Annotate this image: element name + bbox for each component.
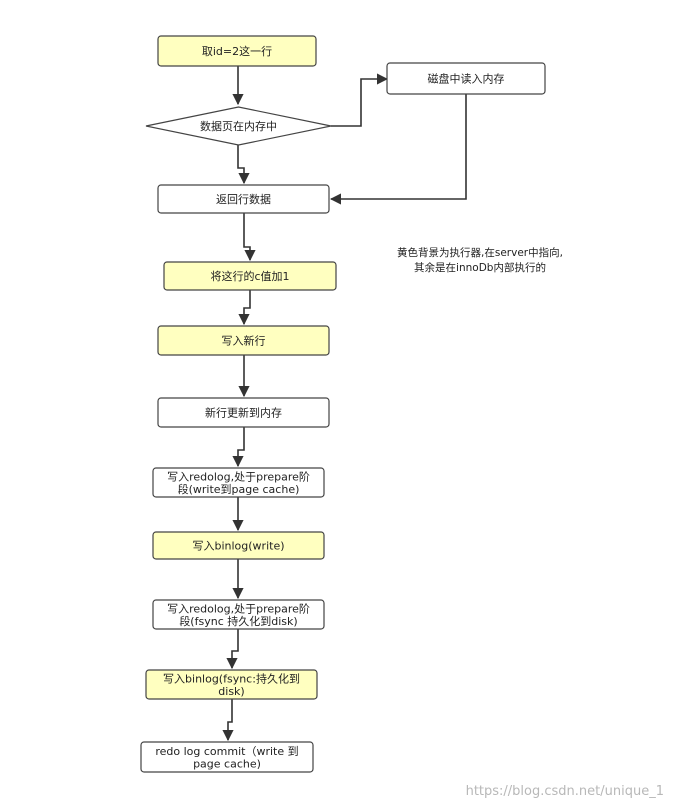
process-box bbox=[386, 62, 546, 95]
node-label-line: 段(write到page cache) bbox=[178, 482, 300, 496]
node-label-line: disk) bbox=[218, 685, 244, 698]
process-box bbox=[145, 669, 318, 700]
edges bbox=[222, 66, 467, 742]
edge-disk-to-return bbox=[329, 94, 467, 205]
process-box bbox=[157, 397, 330, 428]
edge-return-to-addc bbox=[243, 213, 256, 262]
node-label-line: redo log commit（write 到 bbox=[155, 745, 298, 758]
node-write-new-row: 写入新行 bbox=[157, 325, 330, 356]
node-label-line: 磁盘中读入内存 bbox=[428, 72, 505, 86]
node-redolog-commit: redo log commit（write 到page cache) bbox=[140, 741, 314, 773]
node-label-line: 返回行数据 bbox=[216, 192, 271, 206]
node-label-line: 取id=2这一行 bbox=[202, 44, 272, 58]
process-box bbox=[157, 35, 317, 67]
node-return-row: 返回行数据 bbox=[157, 184, 330, 214]
process-box bbox=[152, 599, 325, 630]
node-label-line: 写入新行 bbox=[222, 334, 266, 348]
edge-decision-to-disk bbox=[331, 73, 389, 127]
legend-note-line-2: 其余是在innoDb内部执行的 bbox=[414, 261, 546, 274]
edge-memory-to-redolog bbox=[232, 427, 245, 468]
process-box bbox=[152, 467, 325, 498]
node-binlog-fsync: 写入binlog(fsync:持久化到disk) bbox=[145, 669, 318, 700]
process-box bbox=[157, 325, 330, 356]
edge-addc-to-write bbox=[238, 290, 251, 326]
watermark: https://blog.csdn.net/unique_1 bbox=[466, 784, 664, 799]
decision-diamond bbox=[145, 106, 332, 146]
node-label-line: 将这行的c值加1 bbox=[210, 269, 289, 283]
node-label-line: 数据页在内存中 bbox=[200, 119, 277, 133]
node-read-from-disk: 磁盘中读入内存 bbox=[386, 62, 546, 95]
process-box bbox=[140, 741, 314, 773]
node-update-memory: 新行更新到内存 bbox=[157, 397, 330, 428]
process-box bbox=[157, 184, 330, 214]
node-label-line: 写入redolog,处于prepare阶 bbox=[167, 601, 310, 615]
process-box bbox=[163, 261, 337, 291]
node-fetch-row: 取id=2这一行 bbox=[157, 35, 317, 67]
process-box bbox=[152, 531, 325, 560]
node-page-in-memory: 数据页在内存中 bbox=[145, 106, 332, 146]
node-label-line: 新行更新到内存 bbox=[205, 406, 282, 420]
edge-decision-to-return bbox=[237, 145, 250, 185]
node-add-c: 将这行的c值加1 bbox=[163, 261, 337, 291]
edge-binlog-fsync-to-commit bbox=[222, 699, 234, 742]
node-label-line: 写入redolog,处于prepare阶 bbox=[167, 469, 310, 483]
legend-note-line-1: 黄色背景为执行器,在server中指向, bbox=[397, 246, 563, 259]
node-label-line: 写入binlog(write) bbox=[192, 540, 284, 553]
node-label-line: 段(fsync 持久化到disk) bbox=[179, 614, 297, 628]
node-label-line: page cache) bbox=[193, 757, 261, 770]
edge-redolog-fsync-to-binlog-fsync bbox=[226, 629, 239, 670]
node-binlog-write: 写入binlog(write) bbox=[152, 531, 325, 560]
node-label-line: 写入binlog(fsync:持久化到 bbox=[163, 671, 300, 685]
